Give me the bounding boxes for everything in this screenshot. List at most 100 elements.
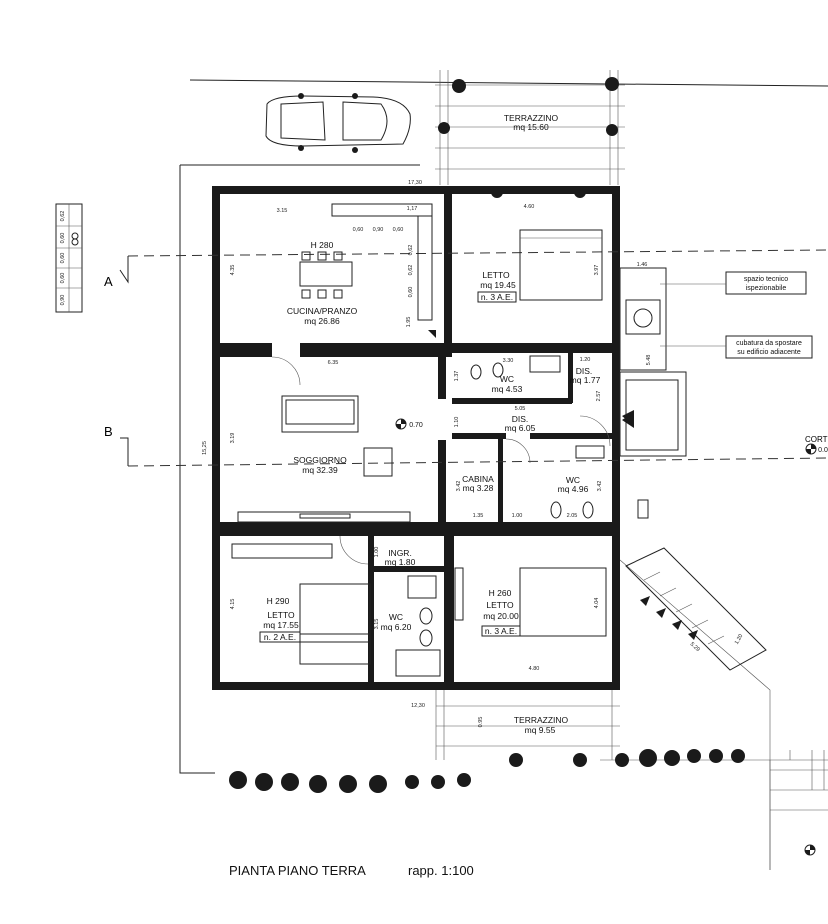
bedroom1-name: LETTO	[482, 270, 510, 280]
technical-space-line2: ispezionabile	[746, 285, 787, 292]
bath1-area: mq 4.53	[492, 384, 523, 394]
dim-entry-height: 1.00	[374, 547, 380, 558]
living-furniture	[237, 395, 411, 523]
level-mark-icon	[395, 418, 817, 856]
dim-legend-5: 0,90	[60, 295, 66, 306]
bedroom-furniture	[231, 229, 607, 665]
dimension-labels: 17,30 12,30 15,25 3.15 4.60 6.35 5.05 4.…	[60, 180, 744, 727]
dis1-area: mq 1.77	[570, 375, 601, 385]
dim-bedroom3-right: 4.04	[594, 598, 600, 609]
dim-dis1-width: 1.20	[580, 357, 591, 363]
plan-scale: rapp. 1:100	[408, 863, 474, 878]
external-stair	[625, 547, 767, 671]
dim-legend-4: 0,60	[60, 273, 66, 284]
bedroom2-name: LETTO	[267, 610, 295, 620]
court-label: CORT	[805, 435, 828, 444]
terrace-bottom-name: TERRAZZINO	[514, 715, 569, 725]
technical-space-line1: spazio tecnico	[744, 276, 788, 283]
parking-stripes	[769, 750, 828, 870]
dis2-area: mq 6.05	[505, 423, 536, 433]
dim-door-gap-a: 1.10	[454, 417, 460, 428]
dim-overall-left: 15,25	[202, 441, 208, 455]
court-level: 0.0	[818, 447, 828, 454]
dim-kitchen-unit-2: 0,90	[373, 227, 384, 233]
dim-kitchen-width: 3.15	[277, 208, 288, 214]
kitchen-area: mq 26.86	[304, 316, 340, 326]
dim-bath3-height: 3.15	[374, 619, 380, 630]
dim-living-left: 3.19	[230, 433, 236, 444]
entry-name: INGR.	[388, 548, 412, 558]
bedroom2-occupancy: n. 2 A.E.	[264, 632, 296, 642]
dim-dis-width: 5.05	[515, 406, 526, 412]
dim-kitchen-side-3: 0,62	[408, 245, 414, 256]
dis2-name: DIS.	[512, 414, 529, 424]
dim-bath2-right: 3.42	[597, 481, 603, 492]
bath3-area: mq 6.20	[381, 622, 412, 632]
dim-kitchen-left: 4.35	[230, 265, 236, 276]
dim-kitchen-unit-1: 0,60	[353, 227, 364, 233]
level-labels: 0.70 0.0	[409, 422, 828, 454]
closet-name: CABINA	[462, 474, 494, 484]
volume-move-line2: su edificio adiacente	[737, 349, 801, 356]
car-icon	[265, 93, 411, 153]
dim-overall-top: 17,30	[408, 180, 422, 186]
bedroom3-name: LETTO	[486, 600, 514, 610]
dim-kitchen-unit-3: 0,60	[393, 227, 404, 233]
room-labels: TERRAZZINO mq 15.60 H 280 CUCINA/PRANZO …	[263, 113, 600, 735]
terrace-top-area: mq 15.60	[513, 122, 549, 132]
dim-legend-3: 0,60	[60, 253, 66, 264]
left-legend	[55, 203, 83, 313]
dim-legend-1: 0,62	[60, 211, 66, 222]
terrace-bottom-area: mq 9.55	[525, 725, 556, 735]
walls	[212, 186, 620, 690]
entry-area: mq 1.80	[385, 557, 416, 567]
section-marker-a: A	[104, 274, 113, 289]
dim-bedroom1-width: 4.60	[524, 204, 535, 210]
bath2-area: mq 4.96	[558, 484, 589, 494]
dim-bedroom3-width: 4.80	[529, 666, 540, 672]
living-name: SOGGIORNO	[293, 455, 347, 465]
bedroom1-area: mq 19.45	[480, 280, 516, 290]
bedroom3-occupancy: n. 3 A.E.	[485, 626, 517, 636]
bath3-name: WC	[389, 612, 403, 622]
dim-living-width: 6.35	[328, 360, 339, 366]
terrace-bottom-pergola	[229, 690, 745, 793]
living-level: 0.70	[409, 422, 423, 429]
volume-move-line1: cubatura da spostare	[736, 340, 802, 347]
bedroom2-height: H 290	[267, 596, 290, 606]
dim-stair-length: 5.29	[689, 641, 701, 653]
dim-overall-bottom: 12,30	[411, 703, 425, 709]
dim-ext-height: 5.48	[646, 355, 652, 366]
section-lines	[119, 249, 828, 467]
bath2-name: WC	[566, 475, 580, 485]
dim-bath2-width: 2.05	[567, 513, 578, 519]
sanitary-fixtures	[395, 355, 605, 677]
dim-bedroom1-right: 3.97	[594, 265, 600, 276]
plan-title: PIANTA PIANO TERRA	[229, 863, 366, 878]
dim-closet-height: 3.42	[456, 481, 462, 492]
dim-kitchen-side-1: 0,60	[408, 287, 414, 298]
dim-kitchen-side-2: 0,62	[408, 265, 414, 276]
bedroom3-area: mq 20.00	[483, 611, 519, 621]
dim-technical-width: 1.46	[637, 262, 648, 268]
bedroom1-occupancy: n. 3 A.E.	[481, 292, 513, 302]
terrace-top-name: TERRAZZINO	[504, 113, 559, 123]
dim-terrace-depth: 0.95	[478, 717, 484, 728]
dim-bath1-width: 3.30	[503, 358, 514, 364]
dim-bath2-depth: 1.00	[512, 513, 523, 519]
dim-kitchen-depth: 1.95	[406, 317, 412, 328]
dim-closet-width: 1.35	[473, 513, 484, 519]
dim-bath1-height: 1.37	[454, 371, 460, 382]
dim-legend-2: 0,60	[60, 233, 66, 244]
kitchen-furniture	[299, 203, 436, 338]
living-area: mq 32.39	[302, 465, 338, 475]
note-boxes	[259, 271, 813, 643]
dim-stair-width: 1.20	[734, 633, 745, 645]
door-swings	[271, 356, 634, 565]
dis1-name: DIS.	[576, 366, 593, 376]
bedroom3-height: H 260	[489, 588, 512, 598]
terrace-top-pergola	[435, 70, 625, 198]
bath1-name: WC	[500, 374, 514, 384]
note-texts: spazio tecnico ispezionabile cubatura da…	[736, 276, 802, 356]
